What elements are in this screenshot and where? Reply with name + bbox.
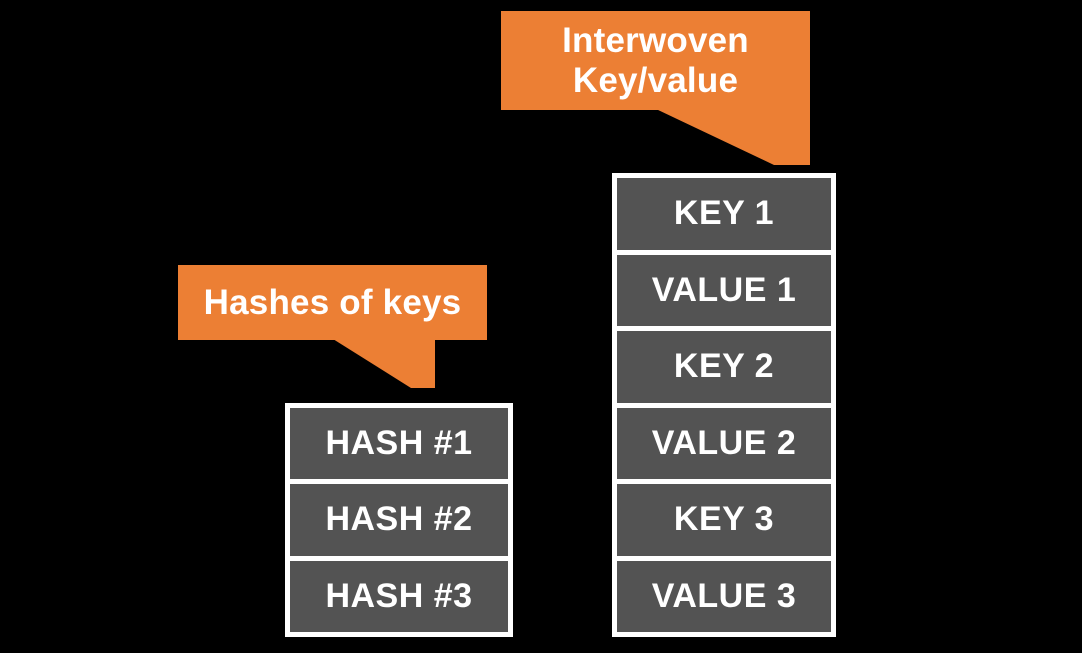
hash-cell: HASH #2: [290, 484, 508, 556]
key-value-cell: KEY 1: [617, 178, 831, 250]
key-value-cell: VALUE 2: [617, 407, 831, 479]
callout-hashes-body: Hashes of keys: [178, 265, 487, 340]
key-value-stack: KEY 1 VALUE 1 KEY 2 VALUE 2 KEY 3 VALUE …: [612, 173, 836, 637]
callout-interwoven-tail-icon: [656, 109, 810, 165]
callout-hashes-tail-icon: [333, 339, 435, 388]
hash-cell: HASH #1: [290, 408, 508, 480]
callout-hashes-label: Hashes of keys: [203, 282, 462, 322]
key-value-cell: VALUE 1: [617, 254, 831, 326]
callout-hashes-of-keys: Hashes of keys: [178, 265, 487, 388]
key-value-cell: KEY 2: [617, 331, 831, 403]
hash-stack: HASH #1 HASH #2 HASH #3: [285, 403, 513, 637]
hash-cell: HASH #3: [290, 560, 508, 632]
key-value-cell: VALUE 3: [617, 560, 831, 632]
key-value-cell: KEY 3: [617, 484, 831, 556]
